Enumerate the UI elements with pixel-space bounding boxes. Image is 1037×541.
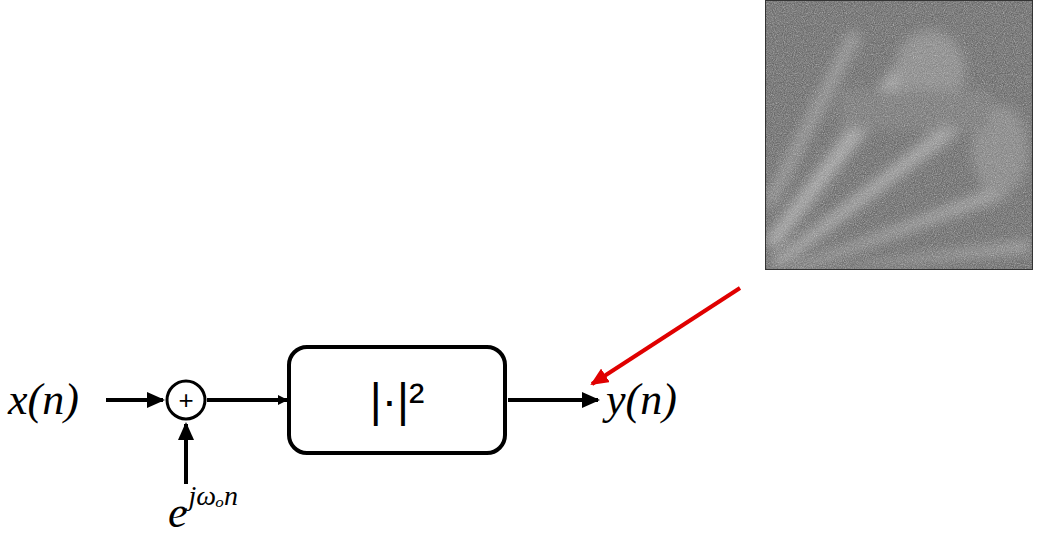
carrier-wire [184,424,188,484]
signal-name: x(n) [8,376,79,424]
signal-name: y(n) [606,376,677,424]
pointer-arrow [592,288,740,384]
carrier-base: e [168,489,188,537]
node-text: |·|² [370,377,425,423]
signal-arrow [207,398,287,402]
magnitude-squared-box: |·|² [287,345,507,455]
input-wire [106,398,163,402]
output-wire [508,398,598,402]
carrier-exponent: jωₒn [189,481,239,512]
node-text: + [178,387,193,413]
output-image [765,0,1033,270]
adder-circle: + [165,379,207,421]
